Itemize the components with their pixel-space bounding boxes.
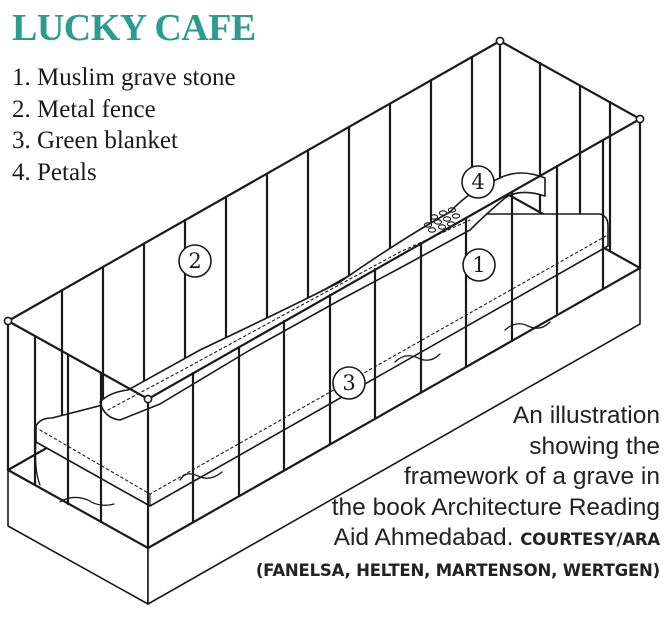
svg-text:4: 4 (471, 170, 484, 194)
caption-line: An illustration (512, 402, 660, 429)
legend-item-grave-stone: 1. Muslim grave stone (12, 64, 236, 91)
caption: An illustration showing the framework of… (230, 401, 660, 586)
marker-3: 3 (332, 366, 366, 400)
marker-4: 4 (461, 165, 495, 199)
page-title: LUCKY CAFE (12, 7, 256, 49)
svg-text:1: 1 (472, 253, 485, 277)
legend-list: 1. Muslim grave stone 2. Metal fence 3. … (12, 62, 236, 188)
caption-line: the book Architecture Reading (331, 493, 660, 521)
caption-line: framework of a grave in (404, 463, 660, 490)
photo-credit: COURTESY/ARA (520, 530, 660, 549)
legend-item-green-blanket: 3. Green blanket (12, 127, 178, 154)
legend-item-petals: 4. Petals (12, 158, 97, 186)
fence-finials (3, 36, 645, 404)
legend-item-metal-fence: 2. Metal fence (12, 95, 156, 123)
svg-text:3: 3 (342, 371, 355, 395)
marker-1: 1 (462, 248, 496, 282)
fence-front (6, 117, 642, 550)
caption-line: Aid Ahmedabad. COURTESY/ARA (230, 523, 661, 556)
credit-names: (FANELSA, HELTEN, MARTENSON, WERTGEN) (255, 560, 660, 580)
caption-line-end: Aid Ahmedabad. (333, 524, 514, 551)
svg-text:2: 2 (188, 249, 201, 273)
marker-2: 2 (178, 244, 212, 278)
caption-line: showing the (529, 432, 660, 460)
